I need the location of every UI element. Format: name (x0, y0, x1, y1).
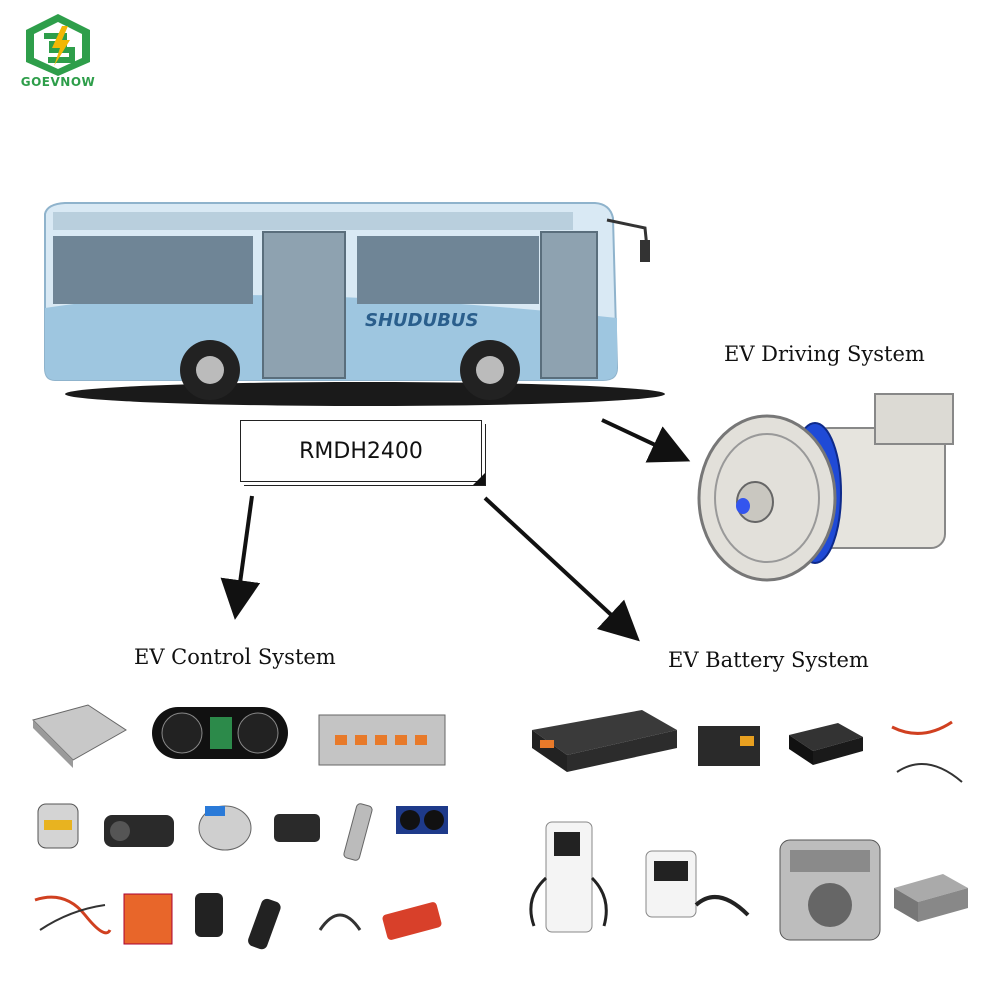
can-adapter-image (382, 902, 442, 940)
dc-charging-pile-image (529, 821, 608, 933)
sensor-cable-image (318, 913, 362, 931)
sensor-block-image (274, 814, 320, 842)
motor-image (695, 388, 965, 593)
battery-box-image (698, 726, 760, 766)
water-pump-image (37, 803, 79, 849)
ac-compressor-image (198, 805, 252, 851)
fuse-box-image (123, 893, 173, 945)
bus-brand-text: SHUDUBUS (365, 310, 479, 331)
control-system-label: EV Control System (134, 645, 336, 669)
logo-text: GOEVNOW (20, 75, 96, 89)
controller-housing-image (894, 874, 968, 922)
bms-module-image (789, 723, 863, 765)
folded-corner-icon (473, 473, 485, 485)
battery-system-label: EV Battery System (668, 648, 869, 672)
battery-harness-image (891, 720, 963, 783)
arrow-to-control (220, 495, 261, 620)
radiator-fan-image (396, 806, 448, 834)
battery-pack-image (532, 710, 677, 772)
bus-image: SHUDUBUS (35, 198, 665, 413)
arrow-to-battery (483, 496, 640, 642)
accelerator-pedal-image (248, 898, 281, 950)
wiring-harness-image (34, 895, 112, 935)
power-controller-image (318, 714, 446, 766)
driving-system-label: EV Driving System (724, 342, 925, 366)
model-label: RMDH2400 (299, 438, 423, 464)
model-label-box: RMDH2400 (240, 420, 485, 485)
instrument-cluster-image (152, 707, 288, 759)
arrow-to-driving (601, 418, 691, 463)
wall-charger-image (645, 850, 750, 918)
air-compressor-image (104, 815, 174, 847)
goevnow-logo (18, 12, 98, 94)
bar-module-image (343, 803, 373, 861)
ecu-module-image (32, 704, 127, 768)
gear-selector-image (195, 893, 223, 937)
range-extender-engine-image (779, 839, 881, 941)
